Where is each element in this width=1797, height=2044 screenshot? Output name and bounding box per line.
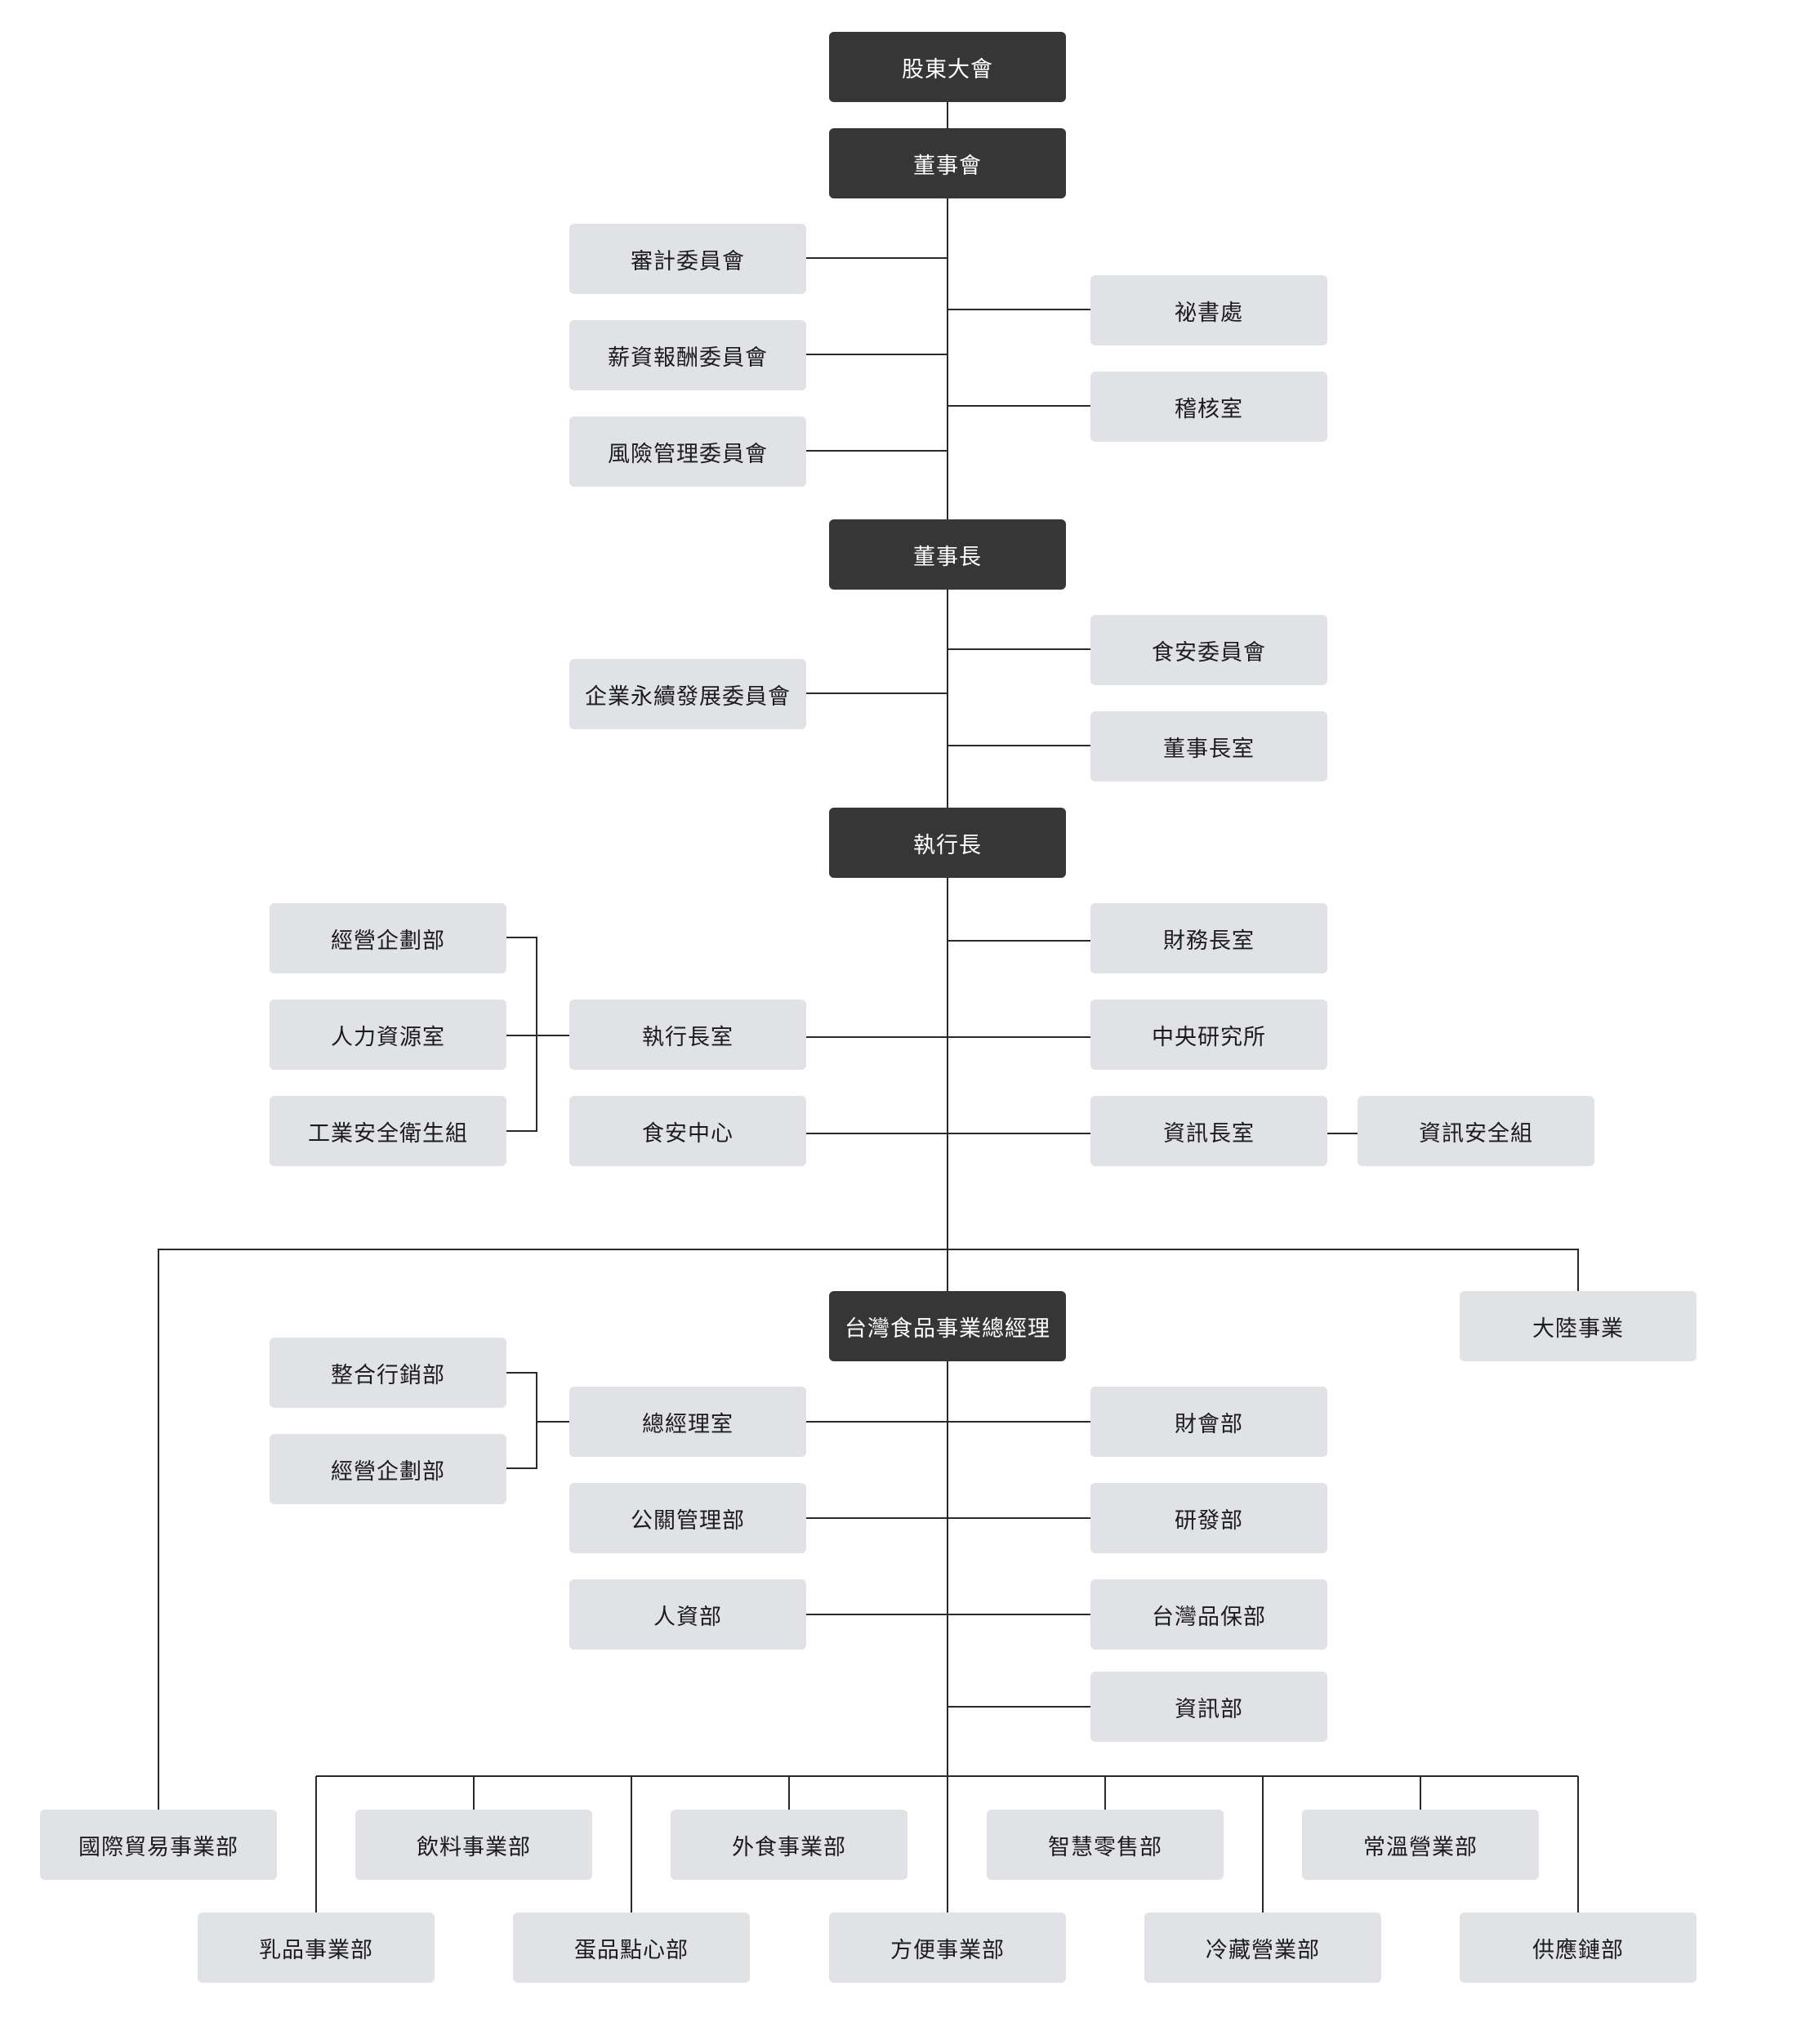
node-ceo: 執行長 [829, 808, 1066, 878]
node-hr-office: 人力資源室 [270, 1000, 506, 1070]
node-food-safety-committee: 食安委員會 [1090, 615, 1327, 685]
node-cfo-office: 財務長室 [1090, 903, 1327, 973]
node-china-business: 大陸事業 [1460, 1291, 1697, 1361]
node-audit-committee: 審計委員會 [569, 224, 806, 294]
node-dairy: 乳品事業部 [198, 1913, 435, 1983]
connector [506, 937, 537, 1132]
node-beverage: 飲料事業部 [355, 1810, 592, 1880]
node-pr-dept: 公關管理部 [569, 1483, 806, 1553]
node-cio-office: 資訊長室 [1090, 1096, 1327, 1166]
node-international-trade: 國際貿易事業部 [40, 1810, 277, 1880]
node-infosec-team: 資訊安全組 [1358, 1096, 1594, 1166]
node-foodservice: 外食事業部 [671, 1810, 907, 1880]
node-taiwan-gm: 台灣食品事業總經理 [829, 1291, 1066, 1361]
connector [158, 1249, 1579, 1810]
node-research-institute: 中央研究所 [1090, 1000, 1327, 1070]
node-food-safety-center: 食安中心 [569, 1096, 806, 1166]
node-qa-dept: 台灣品保部 [1090, 1579, 1327, 1650]
node-gm-planning-dept: 經營企劃部 [270, 1434, 506, 1504]
node-integrated-marketing: 整合行銷部 [270, 1338, 506, 1408]
node-hr-dept: 人資部 [569, 1579, 806, 1650]
node-convenience: 方便事業部 [829, 1913, 1066, 1983]
node-compensation-committee: 薪資報酬委員會 [569, 320, 806, 390]
node-ambient-sales: 常溫營業部 [1302, 1810, 1539, 1880]
node-shareholders-meeting: 股東大會 [829, 32, 1066, 102]
node-rnd-dept: 研發部 [1090, 1483, 1327, 1553]
node-smart-retail: 智慧零售部 [987, 1810, 1224, 1880]
node-chairman-office: 董事長室 [1090, 711, 1327, 782]
node-egg-dessert: 蛋品點心部 [513, 1913, 750, 1983]
node-audit-office: 稽核室 [1090, 372, 1327, 442]
node-sustainability-committee: 企業永續發展委員會 [569, 659, 806, 729]
node-chilled-sales: 冷藏營業部 [1144, 1913, 1381, 1983]
node-risk-committee: 風險管理委員會 [569, 416, 806, 487]
connector [506, 1372, 537, 1469]
node-it-dept: 資訊部 [1090, 1672, 1327, 1742]
node-chairman: 董事長 [829, 519, 1066, 590]
node-gm-office: 總經理室 [569, 1387, 806, 1457]
node-industrial-safety: 工業安全衛生組 [270, 1096, 506, 1166]
node-secretariat: 祕書處 [1090, 275, 1327, 345]
node-ceo-planning-dept: 經營企劃部 [270, 903, 506, 973]
node-board-of-directors: 董事會 [829, 128, 1066, 198]
node-supply-chain: 供應鏈部 [1460, 1913, 1697, 1983]
node-ceo-office: 執行長室 [569, 1000, 806, 1070]
node-finance-dept: 財會部 [1090, 1387, 1327, 1457]
